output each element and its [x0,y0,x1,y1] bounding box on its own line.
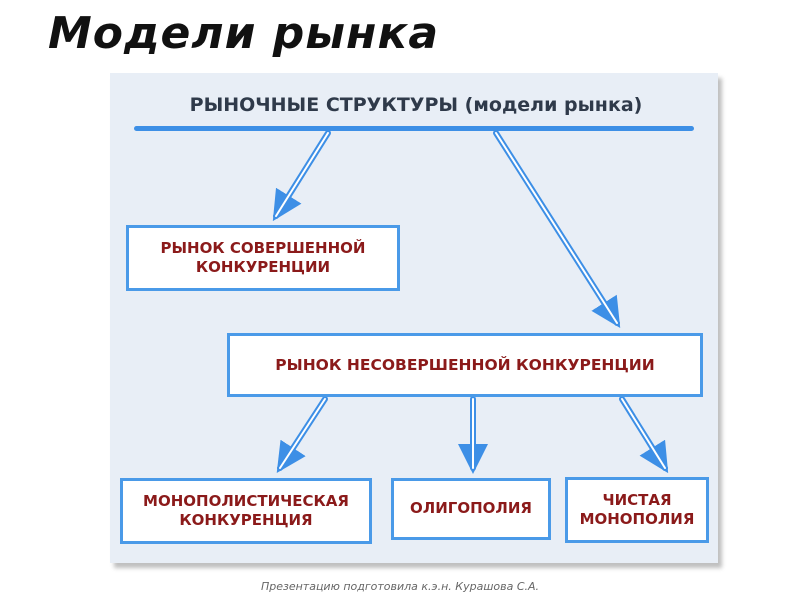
slide-title: Модели рынка [48,8,440,59]
oligopoly-box: ОЛИГОПОЛИЯ [391,478,551,540]
monopolistic-competition-box: МОНОПОЛИСТИЧЕСКАЯ КОНКУРЕНЦИЯ [120,478,372,544]
diagram-header: РЫНОЧНЫЕ СТРУКТУРЫ (модели рынка) [189,94,643,116]
perfect-competition-line1: РЫНОК СОВЕРШЕННОЙ [160,238,366,257]
header-rule [134,126,694,131]
arrow-to-perfect-competition [272,130,331,222]
monopolistic-competition-line2: КОНКУРЕНЦИЯ [179,511,313,529]
arrow-to-pure-monopoly [619,396,669,474]
pure-monopoly-line2: МОНОПОЛИЯ [579,510,695,528]
perfect-competition-line2: КОНКУРЕНЦИИ [195,258,331,276]
pure-monopoly-line1: ЧИСТАЯ [602,490,672,509]
monopolistic-competition-line1: МОНОПОЛИСТИЧЕСКАЯ [143,491,349,510]
imperfect-competition-box: РЫНОК НЕСОВЕРШЕННОЙ КОНКУРЕНЦИИ [227,333,703,397]
perfect-competition-box: РЫНОК СОВЕРШЕННОЙ КОНКУРЕНЦИИ [126,225,400,291]
arrow-to-monopolistic-competition [276,396,328,474]
oligopoly-label: ОЛИГОПОЛИЯ [410,499,532,518]
pure-monopoly-box: ЧИСТАЯ МОНОПОЛИЯ [565,477,709,543]
imperfect-competition-label: РЫНОК НЕСОВЕРШЕННОЙ КОНКУРЕНЦИИ [275,355,655,374]
arrow-to-imperfect-competition [493,130,621,329]
slide-footer: Презентацию подготовила к.э.н. Курашова … [260,580,540,593]
